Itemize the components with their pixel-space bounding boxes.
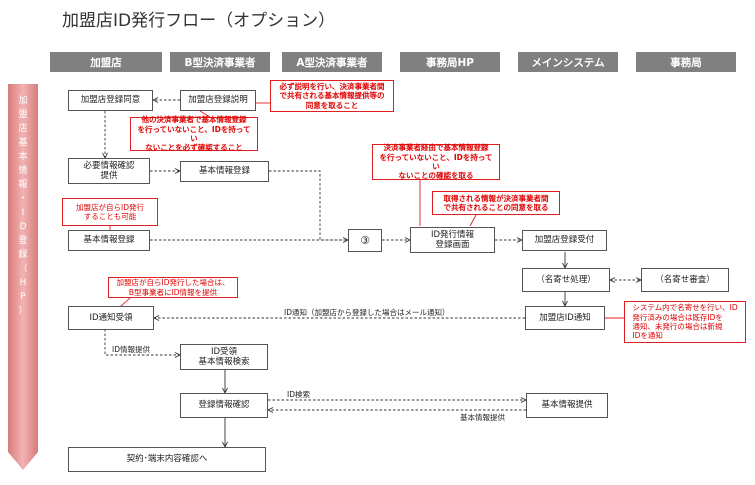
contract-box: 契約･端末内容確認へ: [68, 447, 266, 472]
id-receipt-search-box: ID受領 基本情報検索: [180, 344, 268, 370]
id-screen-box: ID発行情報 登録画面: [410, 227, 495, 253]
label-id-notify: ID通知（加盟店から登録した場合はメール通知）: [284, 308, 450, 317]
label-id-info-provide: ID情報提供: [112, 345, 150, 354]
label-id-search: ID検索: [287, 390, 310, 399]
note-check-other-provider: 他の決済事業者で基本情報登録 を行っていないこと、IDを持ってい ないことを必ず…: [130, 115, 258, 152]
name-match-box: （名寄せ処理）: [522, 268, 610, 292]
merchant-consent-box: 加盟店登録同意: [68, 90, 153, 111]
id-receive-box: ID通知受領: [68, 306, 154, 330]
note-name-match-system: システム内で名寄せを行い、ID 発行済みの場合は既存IDを 通知、未発行の場合は…: [624, 301, 746, 343]
id-notify-box: 加盟店ID通知: [525, 306, 605, 330]
name-review-box: （名寄せ審査）: [641, 268, 729, 292]
lane-merchant: 加盟店: [50, 52, 162, 72]
lane-office-hp: 事務局HP: [400, 52, 500, 72]
b-explain-box: 加盟店登録説明: [180, 90, 256, 111]
step-3-box: ③: [348, 229, 382, 252]
lane-office: 事務局: [636, 52, 736, 72]
note-self-issue: 加盟店が自らID発行 することも可能: [62, 198, 158, 226]
required-info-box: 必要情報確認 提供: [68, 158, 150, 184]
lane-main-system: メインシステム: [518, 52, 618, 72]
page-title: 加盟店ID発行フロー（オプション）: [62, 11, 336, 31]
reg-accept-box: 加盟店登録受付: [522, 230, 607, 251]
lane-a-payment: A型決済事業者: [282, 52, 382, 72]
reg-info-check-box: 登録情報確認: [180, 393, 268, 418]
side-arrow: [8, 84, 38, 470]
note-explain-consent: 必ず説明を行い、決済事業者間 で共有される基本情報提供等の 同意を取ること: [270, 80, 394, 112]
merchant-basic-register-box: 基本情報登録: [68, 230, 150, 251]
label-basic-info-provide: 基本情報提供: [460, 413, 505, 422]
note-provide-id-to-b: 加盟店が自らID発行した場合は、 B型事業者にID情報を提供: [108, 277, 238, 298]
note-sharing-consent: 取得される情報が決済事業者間 で共有されることの同意を取る: [432, 191, 560, 215]
lane-b-payment: B型決済事業者: [170, 52, 270, 72]
note-check-via-provider: 決済事業者経由で基本情報登録 を行っていないこと、IDを持ってい ないことの確認…: [372, 143, 500, 180]
b-basic-register-box: 基本情報登録: [180, 161, 269, 182]
basic-info-provide-box: 基本情報提供: [526, 393, 608, 418]
